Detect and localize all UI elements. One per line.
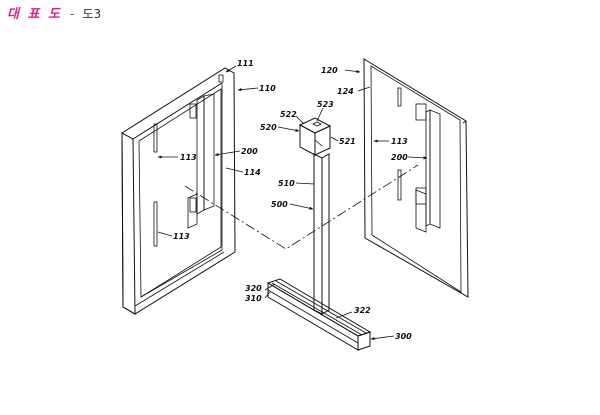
label-124: 124 xyxy=(337,87,354,96)
label-113-left-lower: 113 xyxy=(173,232,190,241)
label-521: 521 xyxy=(339,137,356,146)
center-post xyxy=(300,118,330,314)
left-hinge-block-face xyxy=(197,96,204,214)
label-114: 114 xyxy=(244,168,261,177)
label-522: 522 xyxy=(280,110,297,119)
label-500: 500 xyxy=(271,200,288,209)
label-113-left-upper: 113 xyxy=(180,153,197,162)
left-slot-upper xyxy=(154,124,157,152)
square-hole xyxy=(313,122,321,126)
alignment-lines xyxy=(185,165,418,249)
label-300: 300 xyxy=(395,332,412,341)
left-hinge-block xyxy=(204,94,214,210)
label-523: 523 xyxy=(317,100,334,109)
label-200-left: 200 xyxy=(241,147,258,156)
left-slot-lower xyxy=(154,202,157,246)
label-310: 310 xyxy=(245,294,262,303)
connector-top xyxy=(300,118,330,133)
right-door-panel xyxy=(364,59,468,297)
label-200-right: 200 xyxy=(391,153,408,162)
label-120: 120 xyxy=(321,66,338,75)
leader-lines xyxy=(158,66,427,339)
label-110: 110 xyxy=(259,84,276,93)
reference-labels: 111 110 113 200 114 113 120 124 522 523 … xyxy=(173,59,412,341)
label-320: 320 xyxy=(245,284,262,293)
right-hinge-block xyxy=(430,110,440,228)
label-113-right: 113 xyxy=(391,137,408,146)
label-322: 322 xyxy=(354,306,371,315)
label-510: 510 xyxy=(278,179,295,188)
left-door-panel xyxy=(122,68,235,314)
label-520: 520 xyxy=(260,123,277,132)
label-111: 111 xyxy=(237,59,254,68)
